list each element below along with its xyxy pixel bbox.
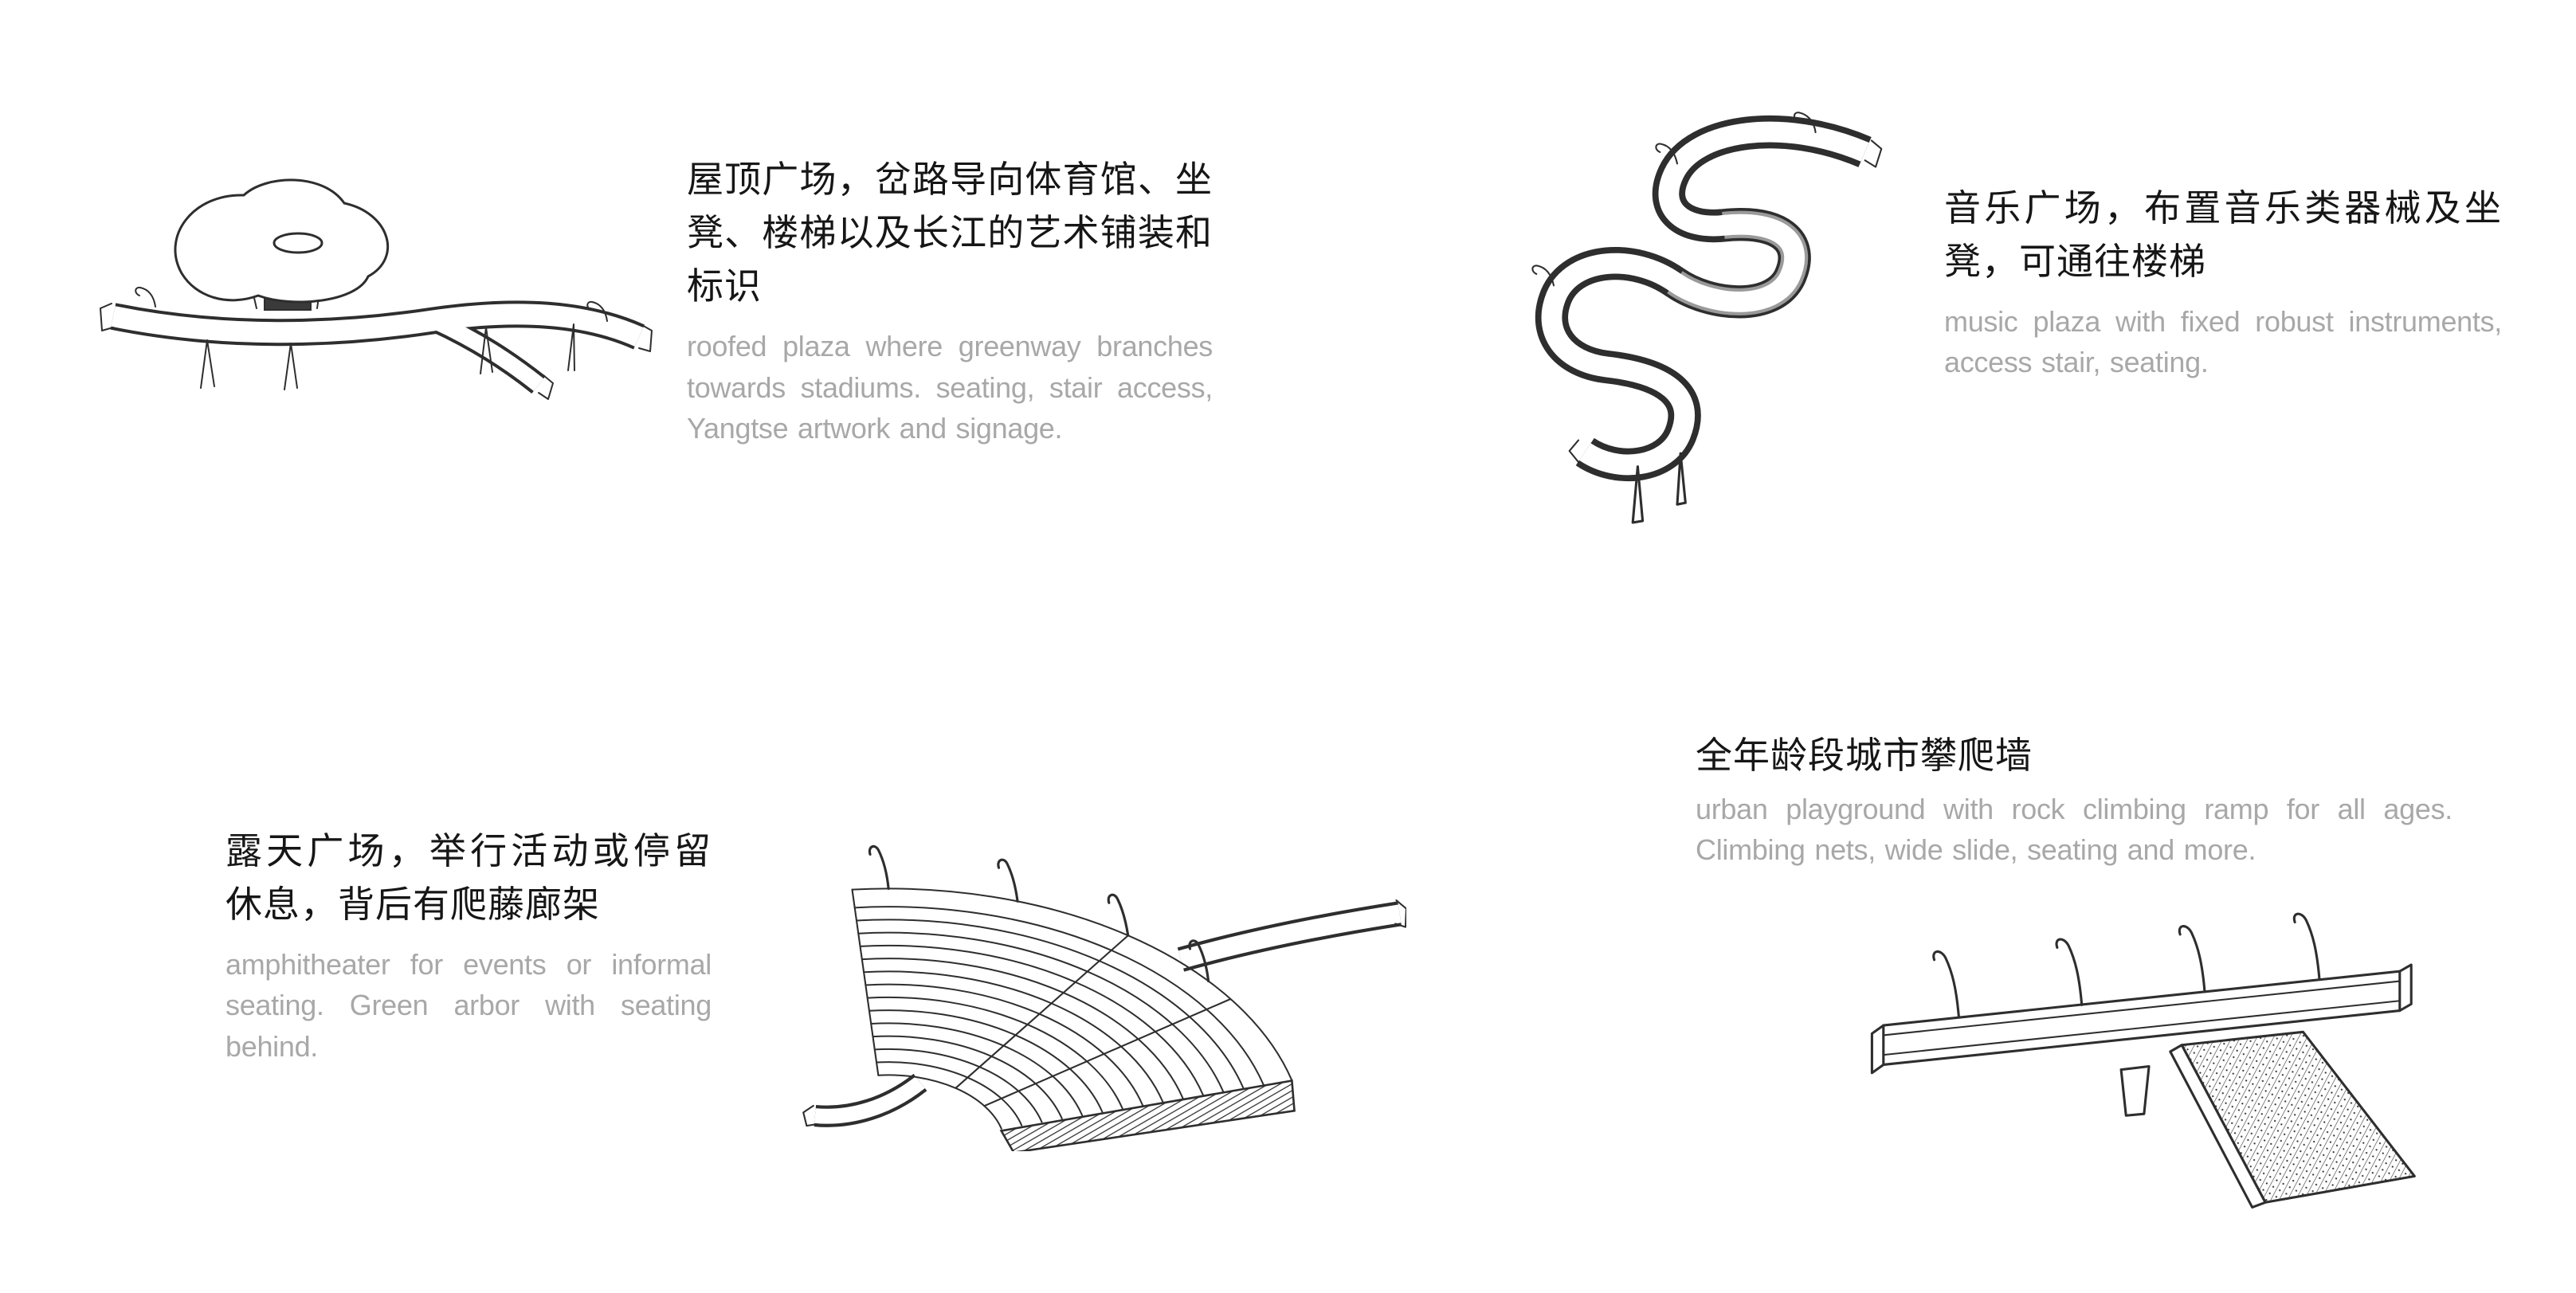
amphitheater-drawing bbox=[802, 844, 1406, 1151]
amphitheater-title: 露天广场，举行活动或停留休息，背后有爬藤廊架 bbox=[225, 830, 712, 926]
climbing-wall-title: 全年龄段城市攀爬墙 bbox=[1696, 735, 2033, 776]
music-plaza-figure bbox=[1430, 84, 1924, 570]
roofed-plaza-title: 屋顶广场，岔路导向体育馆、坐凳、楼梯以及长江的艺术铺装和标识 bbox=[687, 159, 1213, 308]
music-plaza-title: 音乐广场，布置音乐类器械及坐凳，可通往楼梯 bbox=[1944, 187, 2502, 283]
music-plaza-drawing bbox=[1531, 112, 1883, 524]
amphitheater-text: 露天广场，举行活动或停留休息，背后有爬藤廊架 amphitheater for … bbox=[225, 825, 712, 1067]
amphitheater-figure bbox=[713, 785, 1406, 1151]
climbing-wall-drawing bbox=[1870, 912, 2416, 1209]
roofed-plaza-drawing bbox=[100, 178, 653, 400]
roofed-plaza-text: 屋顶广场，岔路导向体育馆、坐凳、楼梯以及长江的艺术铺装和标识 roofed pl… bbox=[687, 153, 1213, 449]
music-plaza-text: 音乐广场，布置音乐类器械及坐凳，可通往楼梯 music plaza with f… bbox=[1944, 182, 2502, 383]
climbing-wall-description: urban playground with rock climbing ramp… bbox=[1696, 793, 2452, 867]
climbing-wall-figure bbox=[1860, 864, 2434, 1239]
amphitheater-description: amphitheater for events or informal seat… bbox=[225, 948, 712, 1063]
music-plaza-description: music plaza with fixed robust instrument… bbox=[1944, 305, 2502, 379]
climbing-wall-text: 全年龄段城市攀爬墙 urban playground with rock cli… bbox=[1696, 729, 2452, 870]
roofed-plaza-description: roofed plaza where greenway branches tow… bbox=[687, 330, 1213, 445]
roofed-plaza-figure bbox=[80, 108, 669, 506]
